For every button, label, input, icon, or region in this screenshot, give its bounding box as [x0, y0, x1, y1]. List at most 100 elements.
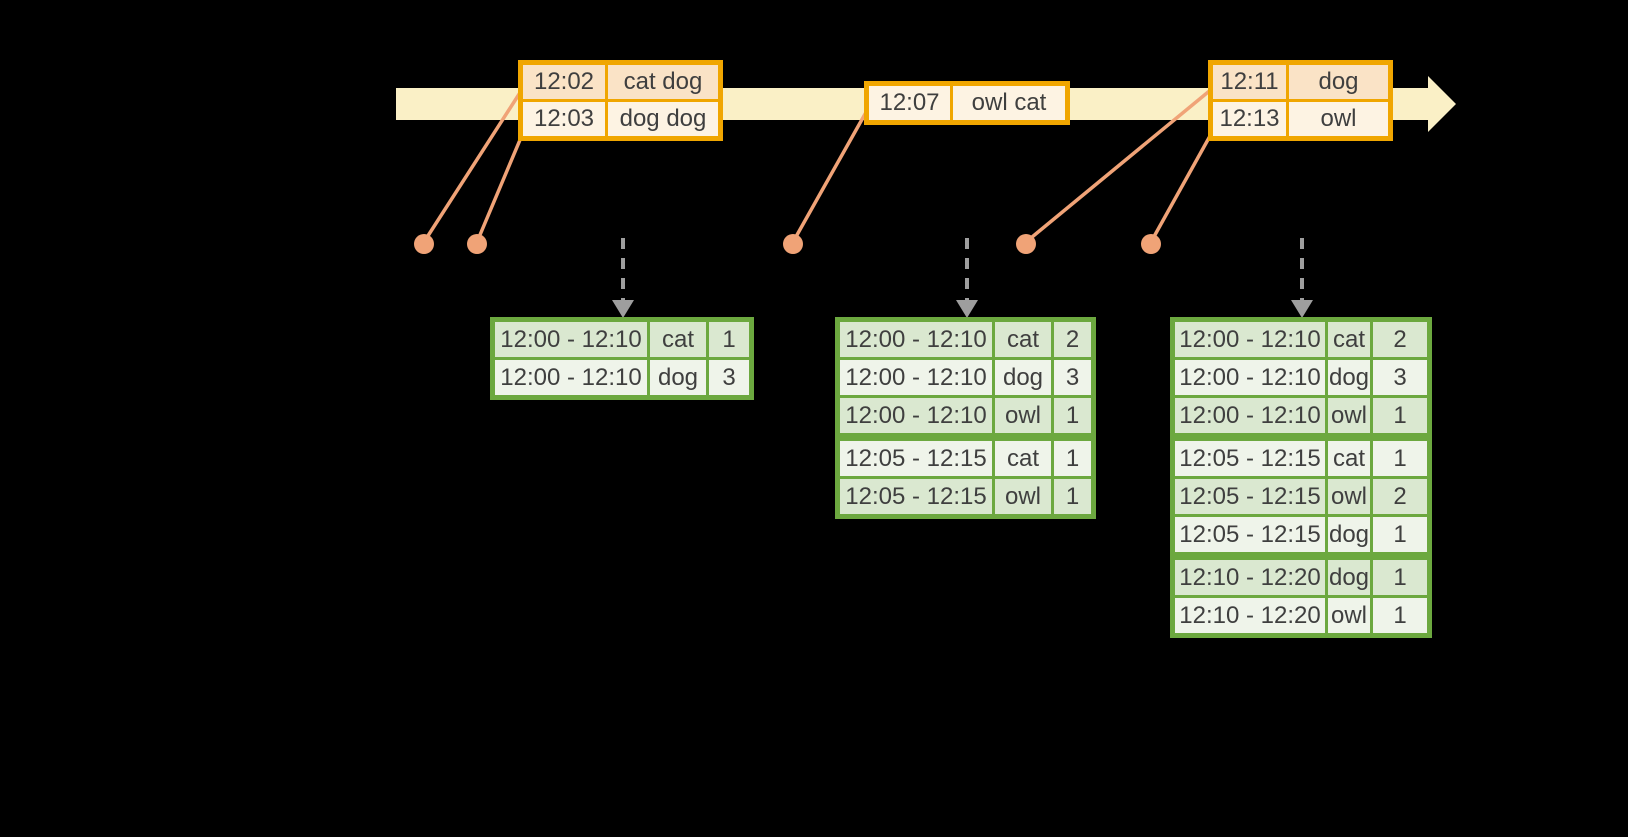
- event-connector-line: [1024, 86, 1215, 244]
- event-words-cell: owl: [1286, 99, 1391, 139]
- event-dot-icon: [783, 234, 803, 254]
- window-cell: 12:05 - 12:15: [1172, 435, 1328, 479]
- window-cell: 12:10 - 12:20: [1172, 554, 1328, 598]
- event-words-cell: cat dog: [605, 62, 721, 102]
- word-cell: owl: [1325, 595, 1373, 636]
- event-dot-icon: [1016, 234, 1036, 254]
- count-cell: 3: [1370, 357, 1430, 398]
- event-time-cell: 12:07: [866, 83, 953, 123]
- word-cell: owl: [992, 476, 1054, 517]
- event-connector-line: [791, 106, 871, 243]
- window-cell: 12:05 - 12:15: [1172, 476, 1328, 517]
- count-cell: 1: [1051, 435, 1094, 479]
- timeline-arrow-right-icon: [1428, 76, 1456, 132]
- window-cell: 12:10 - 12:20: [1172, 595, 1328, 636]
- count-cell: 1: [1370, 395, 1430, 441]
- event-connector-line: [475, 127, 527, 243]
- count-cell: 3: [1051, 357, 1094, 398]
- count-cell: 1: [1051, 395, 1094, 441]
- count-cell: 1: [1370, 554, 1430, 598]
- trigger-arrows: [612, 238, 1313, 318]
- window-cell: 12:05 - 12:15: [837, 435, 995, 479]
- word-cell: dog: [992, 357, 1054, 398]
- word-cell: owl: [992, 395, 1054, 441]
- event-time-cell: 12:02: [520, 62, 608, 102]
- count-cell: 1: [1370, 435, 1430, 479]
- count-cell: 2: [1370, 476, 1430, 517]
- word-cell: dog: [1325, 514, 1373, 560]
- window-cell: 12:05 - 12:15: [1172, 514, 1328, 560]
- window-cell: 12:00 - 12:10: [1172, 395, 1328, 441]
- count-cell: 1: [1051, 476, 1094, 517]
- count-cell: 1: [706, 319, 752, 360]
- window-cell: 12:00 - 12:10: [1172, 357, 1328, 398]
- word-cell: cat: [1325, 435, 1373, 479]
- event-words-cell: owl cat: [950, 83, 1068, 123]
- event-dot-icon: [414, 234, 434, 254]
- word-cell: dog: [647, 357, 709, 398]
- word-cell: owl: [1325, 395, 1373, 441]
- arrow-down-icon: [956, 300, 978, 318]
- arrow-down-icon: [1291, 300, 1313, 318]
- event-words-cell: dog: [1286, 62, 1391, 102]
- event-time-cell: 12:11: [1210, 62, 1289, 102]
- event-connectors: [422, 86, 1217, 244]
- event-time-cell: 12:03: [520, 99, 608, 139]
- count-cell: 3: [706, 357, 752, 398]
- event-words-cell: dog dog: [605, 99, 721, 139]
- event-dot-icon: [467, 234, 487, 254]
- window-cell: 12:00 - 12:10: [837, 357, 995, 398]
- window-cell: 12:05 - 12:15: [837, 476, 995, 517]
- event-connector-line: [1149, 126, 1217, 243]
- count-cell: 2: [1051, 319, 1094, 360]
- count-cell: 1: [1370, 514, 1430, 560]
- word-cell: cat: [1325, 319, 1373, 360]
- window-cell: 12:00 - 12:10: [837, 319, 995, 360]
- window-cell: 12:00 - 12:10: [492, 357, 650, 398]
- word-cell: cat: [992, 435, 1054, 479]
- count-cell: 1: [1370, 595, 1430, 636]
- window-cell: 12:00 - 12:10: [492, 319, 650, 360]
- event-dot-icon: [1141, 234, 1161, 254]
- word-cell: dog: [1325, 554, 1373, 598]
- window-cell: 12:00 - 12:10: [837, 395, 995, 441]
- count-cell: 2: [1370, 319, 1430, 360]
- word-cell: dog: [1325, 357, 1373, 398]
- arrow-down-icon: [612, 300, 634, 318]
- event-time-cell: 12:13: [1210, 99, 1289, 139]
- word-cell: cat: [992, 319, 1054, 360]
- word-cell: cat: [647, 319, 709, 360]
- window-cell: 12:00 - 12:10: [1172, 319, 1328, 360]
